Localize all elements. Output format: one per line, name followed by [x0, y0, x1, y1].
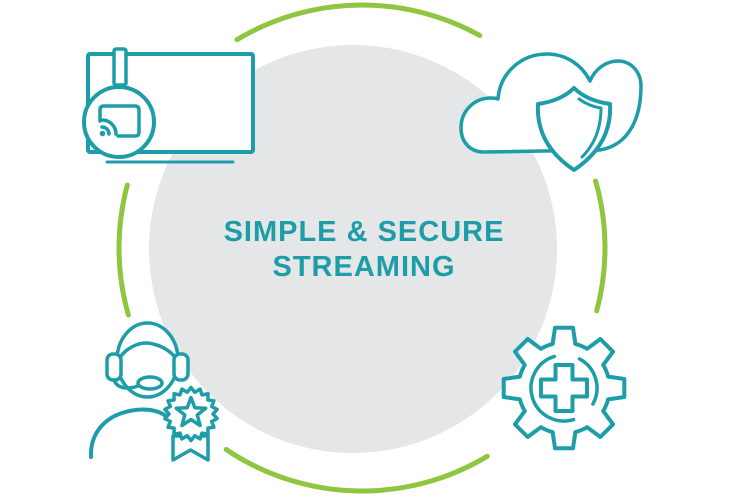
headset-right-cup: [172, 352, 190, 382]
ring-arc-bottom: [223, 447, 490, 494]
cast-puck: [82, 85, 156, 159]
title-line-2: STREAMING: [273, 251, 456, 283]
badge-star: [174, 395, 208, 428]
cast-dongle: [112, 47, 128, 87]
headset-mic: [136, 375, 164, 391]
cloud-shield-icon: [459, 52, 643, 172]
headset-left-cup: [105, 352, 123, 382]
shield-inner-line: [577, 97, 603, 159]
agent-shoulders: [88, 407, 169, 459]
gear-inner-arc-right: [577, 357, 599, 406]
green-ring: [116, 2, 608, 494]
cast-wave-large: [100, 118, 118, 136]
gear-plus-cross: [539, 363, 589, 413]
agent-hair-line: [119, 341, 178, 360]
cast-wave-dot: [99, 130, 106, 137]
title-line-1: SIMPLE & SECURE: [224, 216, 505, 248]
badge-seal: [163, 385, 219, 443]
cast-screen-outline: [98, 104, 141, 138]
gear-plus-icon: [501, 325, 627, 451]
gear-body: [501, 325, 627, 451]
headset-mic-boom: [112, 378, 140, 390]
gear-inner-arc-left: [529, 354, 576, 423]
ring-arc-top: [234, 2, 483, 43]
ring-arc-right: [593, 178, 608, 314]
shield: [535, 86, 613, 172]
cast-wave-small: [100, 125, 111, 136]
tv-chromecast-icon: [82, 47, 255, 164]
ring-arc-left: [116, 182, 131, 318]
support-agent-badge-icon: [88, 321, 219, 462]
cast-glyph-icon: [98, 104, 141, 138]
